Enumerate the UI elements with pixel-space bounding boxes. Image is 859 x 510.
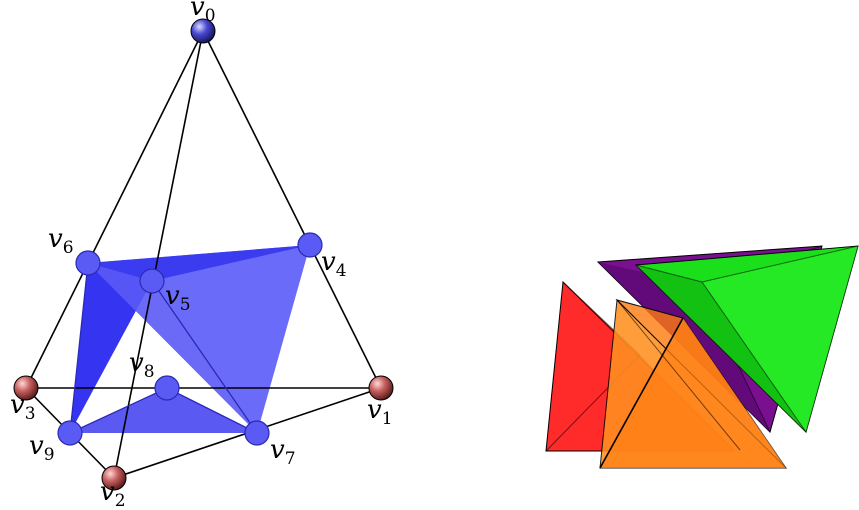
blue-faces bbox=[70, 245, 310, 433]
label-v8: v8 bbox=[129, 348, 155, 382]
right-exploded-tetrahedra bbox=[545, 245, 859, 469]
vertex-markers bbox=[13, 18, 394, 491]
label-v1: v1 bbox=[367, 395, 393, 429]
label-v7: v7 bbox=[270, 435, 296, 469]
vertex-v6 bbox=[75, 250, 101, 276]
label-v9: v9 bbox=[29, 431, 55, 465]
label-v0: v0 bbox=[190, 0, 216, 26]
label-v4: v4 bbox=[321, 247, 347, 281]
vertex-v8 bbox=[154, 375, 180, 401]
vertex-labels: v0 v1 v2 v3 v4 v5 v6 v7 bbox=[10, 0, 393, 510]
vertex-v5 bbox=[139, 268, 165, 294]
label-v2: v2 bbox=[100, 477, 126, 510]
vertex-v3 bbox=[13, 375, 39, 401]
green-tetrahedron bbox=[634, 245, 859, 433]
orange-tetrahedron bbox=[599, 298, 788, 469]
vertex-v0 bbox=[190, 18, 216, 44]
vertex-v4 bbox=[297, 232, 323, 258]
label-v5: v5 bbox=[165, 281, 191, 315]
vertex-v9 bbox=[57, 420, 83, 446]
vertex-v1 bbox=[368, 375, 394, 401]
label-v6: v6 bbox=[48, 224, 74, 258]
inner-edges bbox=[69, 262, 258, 434]
vertex-v7 bbox=[244, 420, 270, 446]
left-subdivision-figure: v0 v1 v2 v3 v4 v5 v6 v7 bbox=[10, 0, 394, 510]
face-v5-v4-v7 bbox=[152, 245, 310, 433]
vertex-v2 bbox=[101, 465, 127, 491]
face-v9-v8-v7 bbox=[70, 388, 257, 433]
label-v3: v3 bbox=[10, 390, 36, 424]
